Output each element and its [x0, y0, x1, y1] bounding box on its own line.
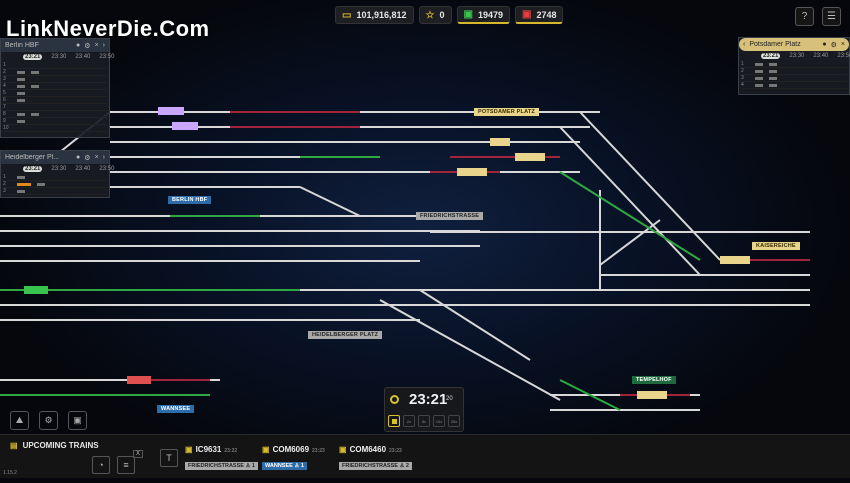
- train-icon: ▣: [339, 445, 347, 454]
- destination-badge: Friedrichstraße ♙ 2: [339, 462, 412, 470]
- stars-stat: ☆0: [418, 6, 452, 24]
- late-trains-stat: ▣2748: [514, 6, 564, 24]
- platform-row: 3: [3, 76, 107, 83]
- settings-button[interactable]: ⚙: [39, 411, 58, 430]
- t-button[interactable]: T: [160, 449, 178, 467]
- platform-row: 1: [741, 61, 847, 68]
- gear-icon[interactable]: ⚙: [830, 41, 837, 49]
- train-icon: ▣: [185, 445, 193, 454]
- chevron-right-icon[interactable]: ›: [102, 42, 105, 49]
- pause-button[interactable]: [388, 415, 400, 427]
- filter-button[interactable]: ≡: [117, 456, 135, 474]
- gear-icon[interactable]: ⚙: [84, 154, 91, 162]
- star-icon: ☆: [425, 9, 435, 21]
- help-icon: ?: [801, 11, 808, 22]
- platform-row: 1: [3, 174, 107, 181]
- platform-row: 10: [3, 125, 107, 132]
- help-button[interactable]: ?: [795, 7, 814, 26]
- save-icon: ▣: [73, 415, 82, 425]
- train-green-icon: ▣: [463, 9, 473, 20]
- platform-row: 8: [3, 111, 107, 118]
- station-panel-potsdamer-platz[interactable]: ‹Potsdamer Platz●⚙× 23:2123:3023:4023:50…: [738, 37, 850, 95]
- gear-icon[interactable]: ⚙: [84, 42, 91, 50]
- platform-row: 2: [3, 69, 107, 76]
- wallet-icon: ▭: [342, 9, 352, 21]
- station-label-kaisereiche[interactable]: Kaisereiche: [752, 242, 800, 250]
- platform-row: 1: [3, 62, 107, 69]
- resource-bar: ▭101,916,812 ☆0 ▣19479 ▣2748: [335, 6, 564, 24]
- info-icon[interactable]: ●: [76, 154, 81, 161]
- money-stat: ▭101,916,812: [335, 6, 414, 24]
- platform-row: 4: [741, 82, 847, 89]
- platform-row: 2: [3, 181, 107, 188]
- chevron-left-icon[interactable]: ‹: [743, 41, 746, 48]
- platform-row: 3: [3, 188, 107, 195]
- destination-badge: Wannsee ♙ 1: [262, 462, 307, 470]
- platform-row: 9: [3, 118, 107, 125]
- gear-icon: ⚙: [44, 415, 53, 425]
- platform-row: 4: [3, 83, 107, 90]
- version-label: 1.15.2: [3, 470, 17, 476]
- station-label-potsdamer-platz[interactable]: Potsdamer Platz: [474, 108, 539, 116]
- platform-row: 3: [741, 75, 847, 82]
- menu-button[interactable]: ☰: [822, 7, 841, 26]
- station-label-wannsee[interactable]: Wannsee: [157, 405, 195, 413]
- info-icon[interactable]: ●: [822, 41, 827, 48]
- platform-row: 6: [3, 97, 107, 104]
- document-icon: ▤: [10, 441, 18, 450]
- train-icon: ▣: [262, 445, 270, 454]
- platform-row: 7: [3, 104, 107, 111]
- destination-badge: Friedrichstraße ♙ 1: [185, 462, 258, 470]
- clock-indicator-icon: [390, 395, 399, 404]
- ontime-trains-stat: ▣19479: [456, 6, 510, 24]
- close-icon[interactable]: ×: [94, 154, 99, 161]
- station-label-berlin-hbf[interactable]: Berlin HBF: [168, 196, 212, 204]
- watermark: LinkNeverDie.Com: [6, 16, 210, 41]
- station-label-heidelberger-platz[interactable]: Heidelberger Platz: [308, 331, 383, 339]
- speed-controls: 2x 5x 10x 25x: [388, 415, 460, 427]
- clear-filter-button[interactable]: X: [133, 450, 144, 458]
- train-red-icon: ▣: [521, 9, 532, 20]
- speed-25x-button[interactable]: 25x: [448, 415, 460, 427]
- station-label-friedrichstrasse[interactable]: Friedrichstraße: [416, 212, 484, 220]
- panel-header: Berlin HBF●⚙×›: [1, 39, 109, 52]
- game-clock: 23:21 20 2x 5x 10x 25x: [384, 387, 464, 432]
- close-icon[interactable]: ×: [94, 42, 99, 49]
- sliders-icon: ≡: [123, 460, 129, 470]
- info-icon[interactable]: ●: [76, 42, 81, 49]
- save-button[interactable]: ▣: [68, 411, 87, 430]
- chart-icon: ⛰: [15, 415, 24, 425]
- timetable-button[interactable]: ◔: [92, 456, 110, 474]
- clock-icon: ◔: [98, 460, 104, 470]
- speed-10x-button[interactable]: 10x: [433, 415, 445, 427]
- chevron-right-icon[interactable]: ›: [102, 154, 105, 161]
- speed-2x-button[interactable]: 2x: [403, 415, 415, 427]
- speed-5x-button[interactable]: 5x: [418, 415, 430, 427]
- menu-icon: ☰: [827, 11, 836, 22]
- platform-row: 5: [3, 90, 107, 97]
- stats-button[interactable]: ⛰: [10, 411, 29, 430]
- platform-row: 2: [741, 68, 847, 75]
- close-icon[interactable]: ×: [840, 41, 845, 48]
- station-label-tempelhof[interactable]: Tempelhof: [632, 376, 676, 384]
